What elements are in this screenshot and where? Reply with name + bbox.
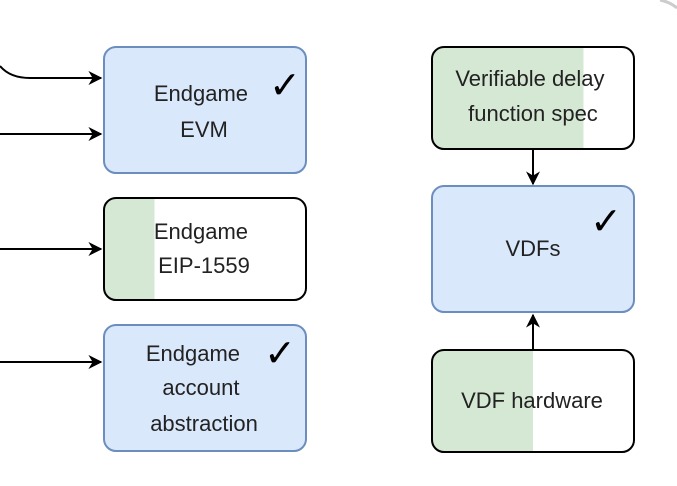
edge-offscreen-to-endgame-evm-curved	[0, 65, 103, 85]
node-endgame-evm[interactable]: Endgame EVM ✓	[103, 46, 307, 174]
checkmark-icon: ✓	[590, 199, 622, 243]
checkmark-icon: ✓	[264, 331, 296, 375]
node-endgame-evm-box	[103, 46, 307, 174]
node-vdf-hardware-progress-fill	[432, 350, 533, 452]
node-endgame-eip1559-line-2: EIP-1559	[158, 253, 250, 278]
node-vdf-hardware-label: VDF hardware	[461, 388, 603, 413]
node-vdf-hardware[interactable]: VDF hardware	[431, 349, 635, 453]
node-vdf-spec-label: Verifiable delay function spec	[455, 66, 610, 126]
node-endgame-account-abstraction[interactable]: Endgame account abstraction ✓	[103, 324, 307, 452]
node-vdf-spec-line-2: function spec	[468, 101, 598, 126]
node-endgame-account-abstraction-box	[103, 324, 307, 452]
node-vdfs-box	[431, 185, 635, 313]
node-endgame-evm-line-1: Endgame	[154, 81, 248, 106]
corner-shape-fragment	[659, 0, 677, 10]
node-vdf-spec[interactable]: Verifiable delay function spec	[431, 46, 635, 150]
node-vdfs[interactable]: VDFs ✓	[431, 185, 635, 313]
node-vdfs-label: VDFs	[506, 236, 561, 261]
node-endgame-account-abstraction-line-1: Endgame	[146, 341, 240, 366]
node-endgame-eip1559-label: Endgame EIP-1559	[154, 219, 254, 278]
node-endgame-evm-line-2: EVM	[180, 117, 228, 142]
node-endgame-account-abstraction-line-3: abstraction	[150, 411, 258, 436]
checkmark-icon: ✓	[269, 63, 301, 107]
node-endgame-account-abstraction-label: Endgame account abstraction	[146, 341, 258, 436]
node-endgame-eip1559-line-1: Endgame	[154, 219, 248, 244]
node-endgame-eip1559-progress-fill	[104, 198, 155, 300]
node-vdf-spec-line-1: Verifiable delay	[455, 66, 604, 91]
node-vdf-hardware-border	[431, 349, 635, 453]
node-endgame-account-abstraction-line-2: account	[162, 375, 239, 400]
node-endgame-evm-label: Endgame EVM	[154, 81, 254, 142]
node-vdf-spec-border	[431, 46, 635, 150]
node-endgame-eip1559[interactable]: Endgame EIP-1559	[103, 197, 307, 301]
edges	[0, 65, 540, 369]
node-endgame-eip1559-border	[103, 197, 307, 301]
node-vdf-spec-progress-fill	[432, 47, 584, 149]
